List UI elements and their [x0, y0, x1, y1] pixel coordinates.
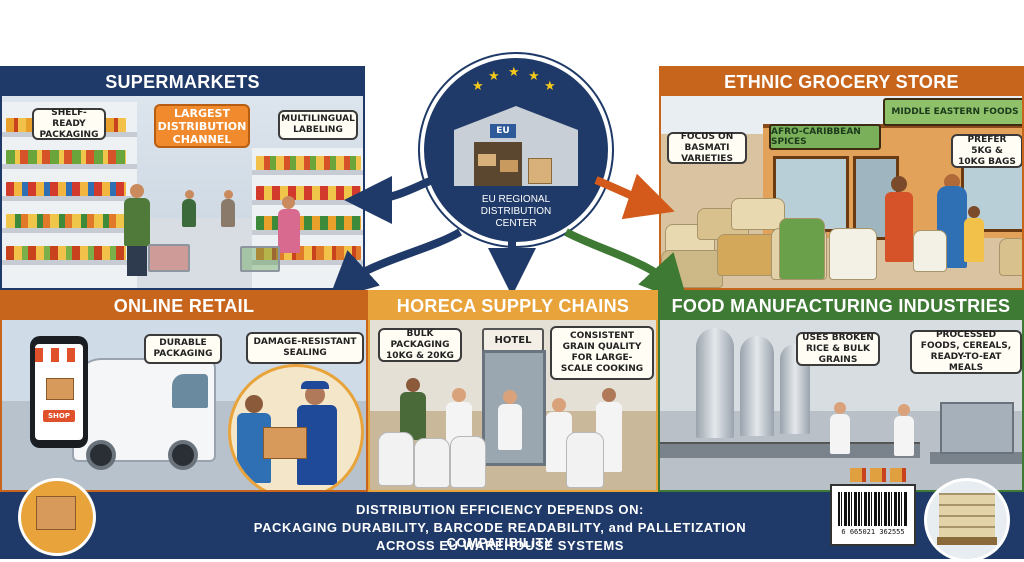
child-figure [964, 218, 984, 262]
callout-broken-rice: USES BROKEN RICE & BULK GRAINS [796, 332, 880, 366]
shopping-cart-2 [240, 246, 280, 272]
father-figure [885, 192, 913, 262]
callout-durable: DURABLE PACKAGING [144, 334, 222, 364]
shopping-cart-1 [148, 244, 190, 272]
bulk-rice-sack-4 [566, 432, 604, 488]
footer-line-3: ACROSS EU WAREHOUSE SYSTEMS [375, 538, 625, 553]
footer-line-1: DISTRIBUTION EFFICIENCY DEPENDS ON: [355, 502, 644, 517]
online-retail-panel: ONLINE RETAIL SHOP DURABLE PACKAGING DAM… [0, 290, 368, 492]
food-manufacturing-panel: FOOD MANUFACTURING INDUSTRIES USES BROKE… [658, 290, 1024, 492]
package-box-icon [46, 378, 74, 400]
conveyor-right [930, 452, 1022, 464]
food-manufacturing-title: FOOD MANUFACTURING INDUSTRIES [660, 292, 1022, 320]
shop-awning-icon [35, 348, 83, 362]
bulk-rice-sack-1 [378, 432, 414, 486]
footer-line-2: PACKAGING DURABILITY, BARCODE READABILIT… [253, 520, 747, 550]
barcode-number: 6 665021 362555 [841, 528, 905, 536]
rice-bag-green [779, 218, 825, 280]
callout-processed-foods: PROCESSED FOODS, CEREALS, READY-TO-EAT M… [910, 330, 1022, 374]
parcel-box [263, 427, 307, 459]
shopper-man [124, 198, 150, 246]
ethnic-grocery-title: ETHNIC GROCERY STORE [661, 68, 1022, 96]
online-retail-title: ONLINE RETAIL [2, 292, 366, 320]
factory-worker-1 [830, 414, 850, 454]
sign-middle-eastern: MIDDLE EASTERN FOODS [883, 98, 1022, 126]
callout-shelf-ready: SHELF-READY PACKAGING [32, 108, 106, 140]
sign-hotel: HOTEL [482, 328, 544, 352]
pallet-icon [924, 478, 1010, 562]
eu-stars: ★ ★ ★ ★ ★ [472, 65, 556, 94]
arrow-to-supermarkets [344, 175, 434, 224]
center-label: EU REGIONAL DISTRIBUTION CENTER [480, 194, 552, 229]
chef-back [498, 404, 522, 450]
barcode-icon: 6 665021 362555 [830, 484, 916, 546]
sign-afro-caribbean: AFRO-CARIBBEAN SPICES [769, 124, 881, 150]
factory-worker-2 [894, 416, 914, 456]
bulk-rice-sack-2 [414, 438, 450, 488]
shop-button[interactable]: SHOP [43, 410, 75, 422]
bulk-rice-sack-3 [450, 436, 486, 488]
supermarkets-panel: SUPERMARKETS SHELF-READY PACKAGING LARGE… [0, 66, 365, 290]
machinery [940, 402, 1014, 454]
callout-basmati: FOCUS ON BASMATI VARIETIES [667, 132, 747, 164]
callout-bag-sizes: PREFER 5KG & 10KG BAGS [951, 134, 1022, 168]
callout-largest-channel: LARGEST DISTRIBUTION CHANNEL [154, 104, 250, 148]
horeca-panel: HORECA SUPPLY CHAINS HOTEL BULK PACKAGIN… [368, 290, 658, 492]
arrow-to-food [564, 228, 689, 304]
silo-1 [696, 328, 734, 438]
ethnic-grocery-panel: ETHNIC GROCERY STORE AFRO-CARIBBEAN SPIC… [659, 66, 1024, 290]
distribution-center-hub: ★ ★ ★ ★ ★ EU EU REGIONAL DISTRIBUTION CE… [420, 54, 612, 246]
callout-multilingual: MULTILINGUAL LABELING [278, 110, 358, 140]
rice-bag-white [829, 228, 877, 280]
aisle-floor [137, 218, 252, 288]
silo-2 [740, 336, 774, 436]
warehouse-eu-sign: EU [490, 124, 516, 138]
food-trays [850, 468, 910, 482]
footer-banner: DISTRIBUTION EFFICIENCY DEPENDS ON: PACK… [0, 478, 1024, 562]
horeca-title: HORECA SUPPLY CHAINS [370, 292, 656, 320]
callout-damage-resistant: DAMAGE-RESISTANT SEALING [246, 332, 364, 364]
callout-consistent-grain: CONSISTENT GRAIN QUALITY FOR LARGE-SCALE… [550, 326, 654, 380]
supermarkets-title: SUPERMARKETS [2, 68, 363, 96]
callout-bulk-packaging: BULK PACKAGING 10KG & 20KG [378, 328, 462, 362]
shopper-woman [278, 209, 300, 253]
conveyor-belt [660, 442, 920, 458]
delivery-inset [228, 364, 364, 490]
